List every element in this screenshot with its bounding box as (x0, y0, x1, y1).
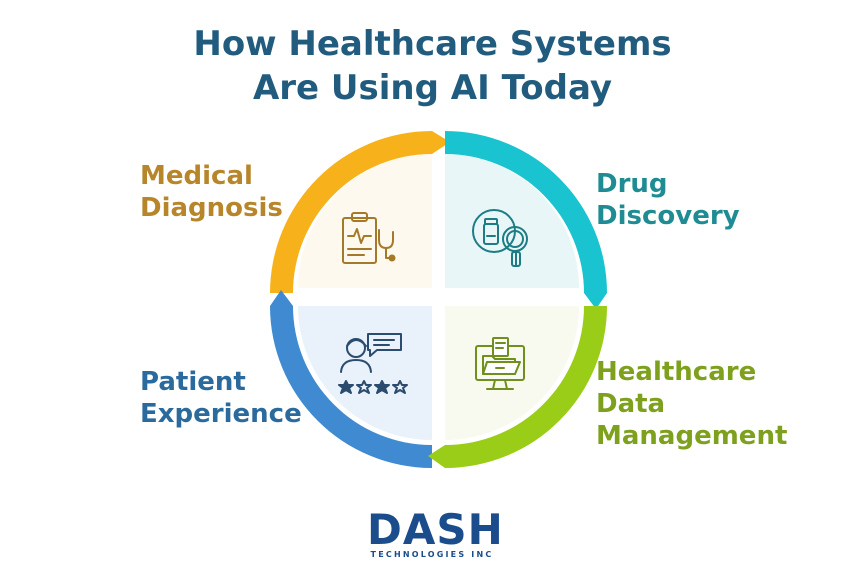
drug-label-line-1: Drug (596, 169, 668, 199)
quadrant-patient-experience (270, 290, 432, 468)
label-drug-discovery: Drug Discovery (596, 168, 740, 232)
data-quadrant-ring (445, 306, 607, 468)
medical-quadrant-ring (270, 131, 432, 293)
drug-quadrant-ring (445, 131, 607, 293)
logo-wordmark: DASH (367, 505, 504, 554)
title-line-1: How Healthcare Systems (193, 24, 672, 64)
patient-quadrant-ring (270, 306, 432, 468)
patient-label-line-1: Patient (140, 367, 246, 397)
patient-quadrant-fill (298, 306, 432, 440)
data-label-line-3: Management (596, 421, 788, 451)
patient-label-line-2: Experience (140, 399, 302, 429)
data-label-line-2: Data (596, 389, 666, 419)
data-label-line-1: Healthcare (596, 357, 757, 387)
patient-review-stars-icon (338, 333, 408, 394)
dash-technologies-logo: DASH TECHNOLOGIES INC (367, 505, 504, 560)
drug-arrow-tip (584, 293, 607, 309)
label-medical-diagnosis: Medical Diagnosis (140, 160, 283, 224)
label-patient-experience: Patient Experience (140, 366, 302, 430)
quadrant-data-management (428, 306, 607, 468)
medical-label-line-1: Medical (140, 161, 253, 191)
page-title: How Healthcare Systems Are Using AI Toda… (0, 22, 865, 110)
medical-arrow-tip (432, 131, 450, 154)
medical-clipboard-stethoscope-icon (342, 212, 396, 264)
quadrant-drug-discovery (445, 131, 607, 309)
patient-arrow-tip (270, 290, 293, 306)
monitor-folder-icon (475, 337, 525, 390)
data-arrow-tip (428, 445, 445, 468)
vial-magnifier-icon (472, 209, 528, 267)
drug-label-line-2: Discovery (596, 201, 740, 231)
title-line-2: Are Using AI Today (252, 68, 613, 108)
medical-label-line-2: Diagnosis (140, 193, 283, 223)
logo-subtitle: TECHNOLOGIES INC (370, 550, 494, 559)
label-healthcare-data-management: Healthcare Data Management (596, 356, 787, 452)
